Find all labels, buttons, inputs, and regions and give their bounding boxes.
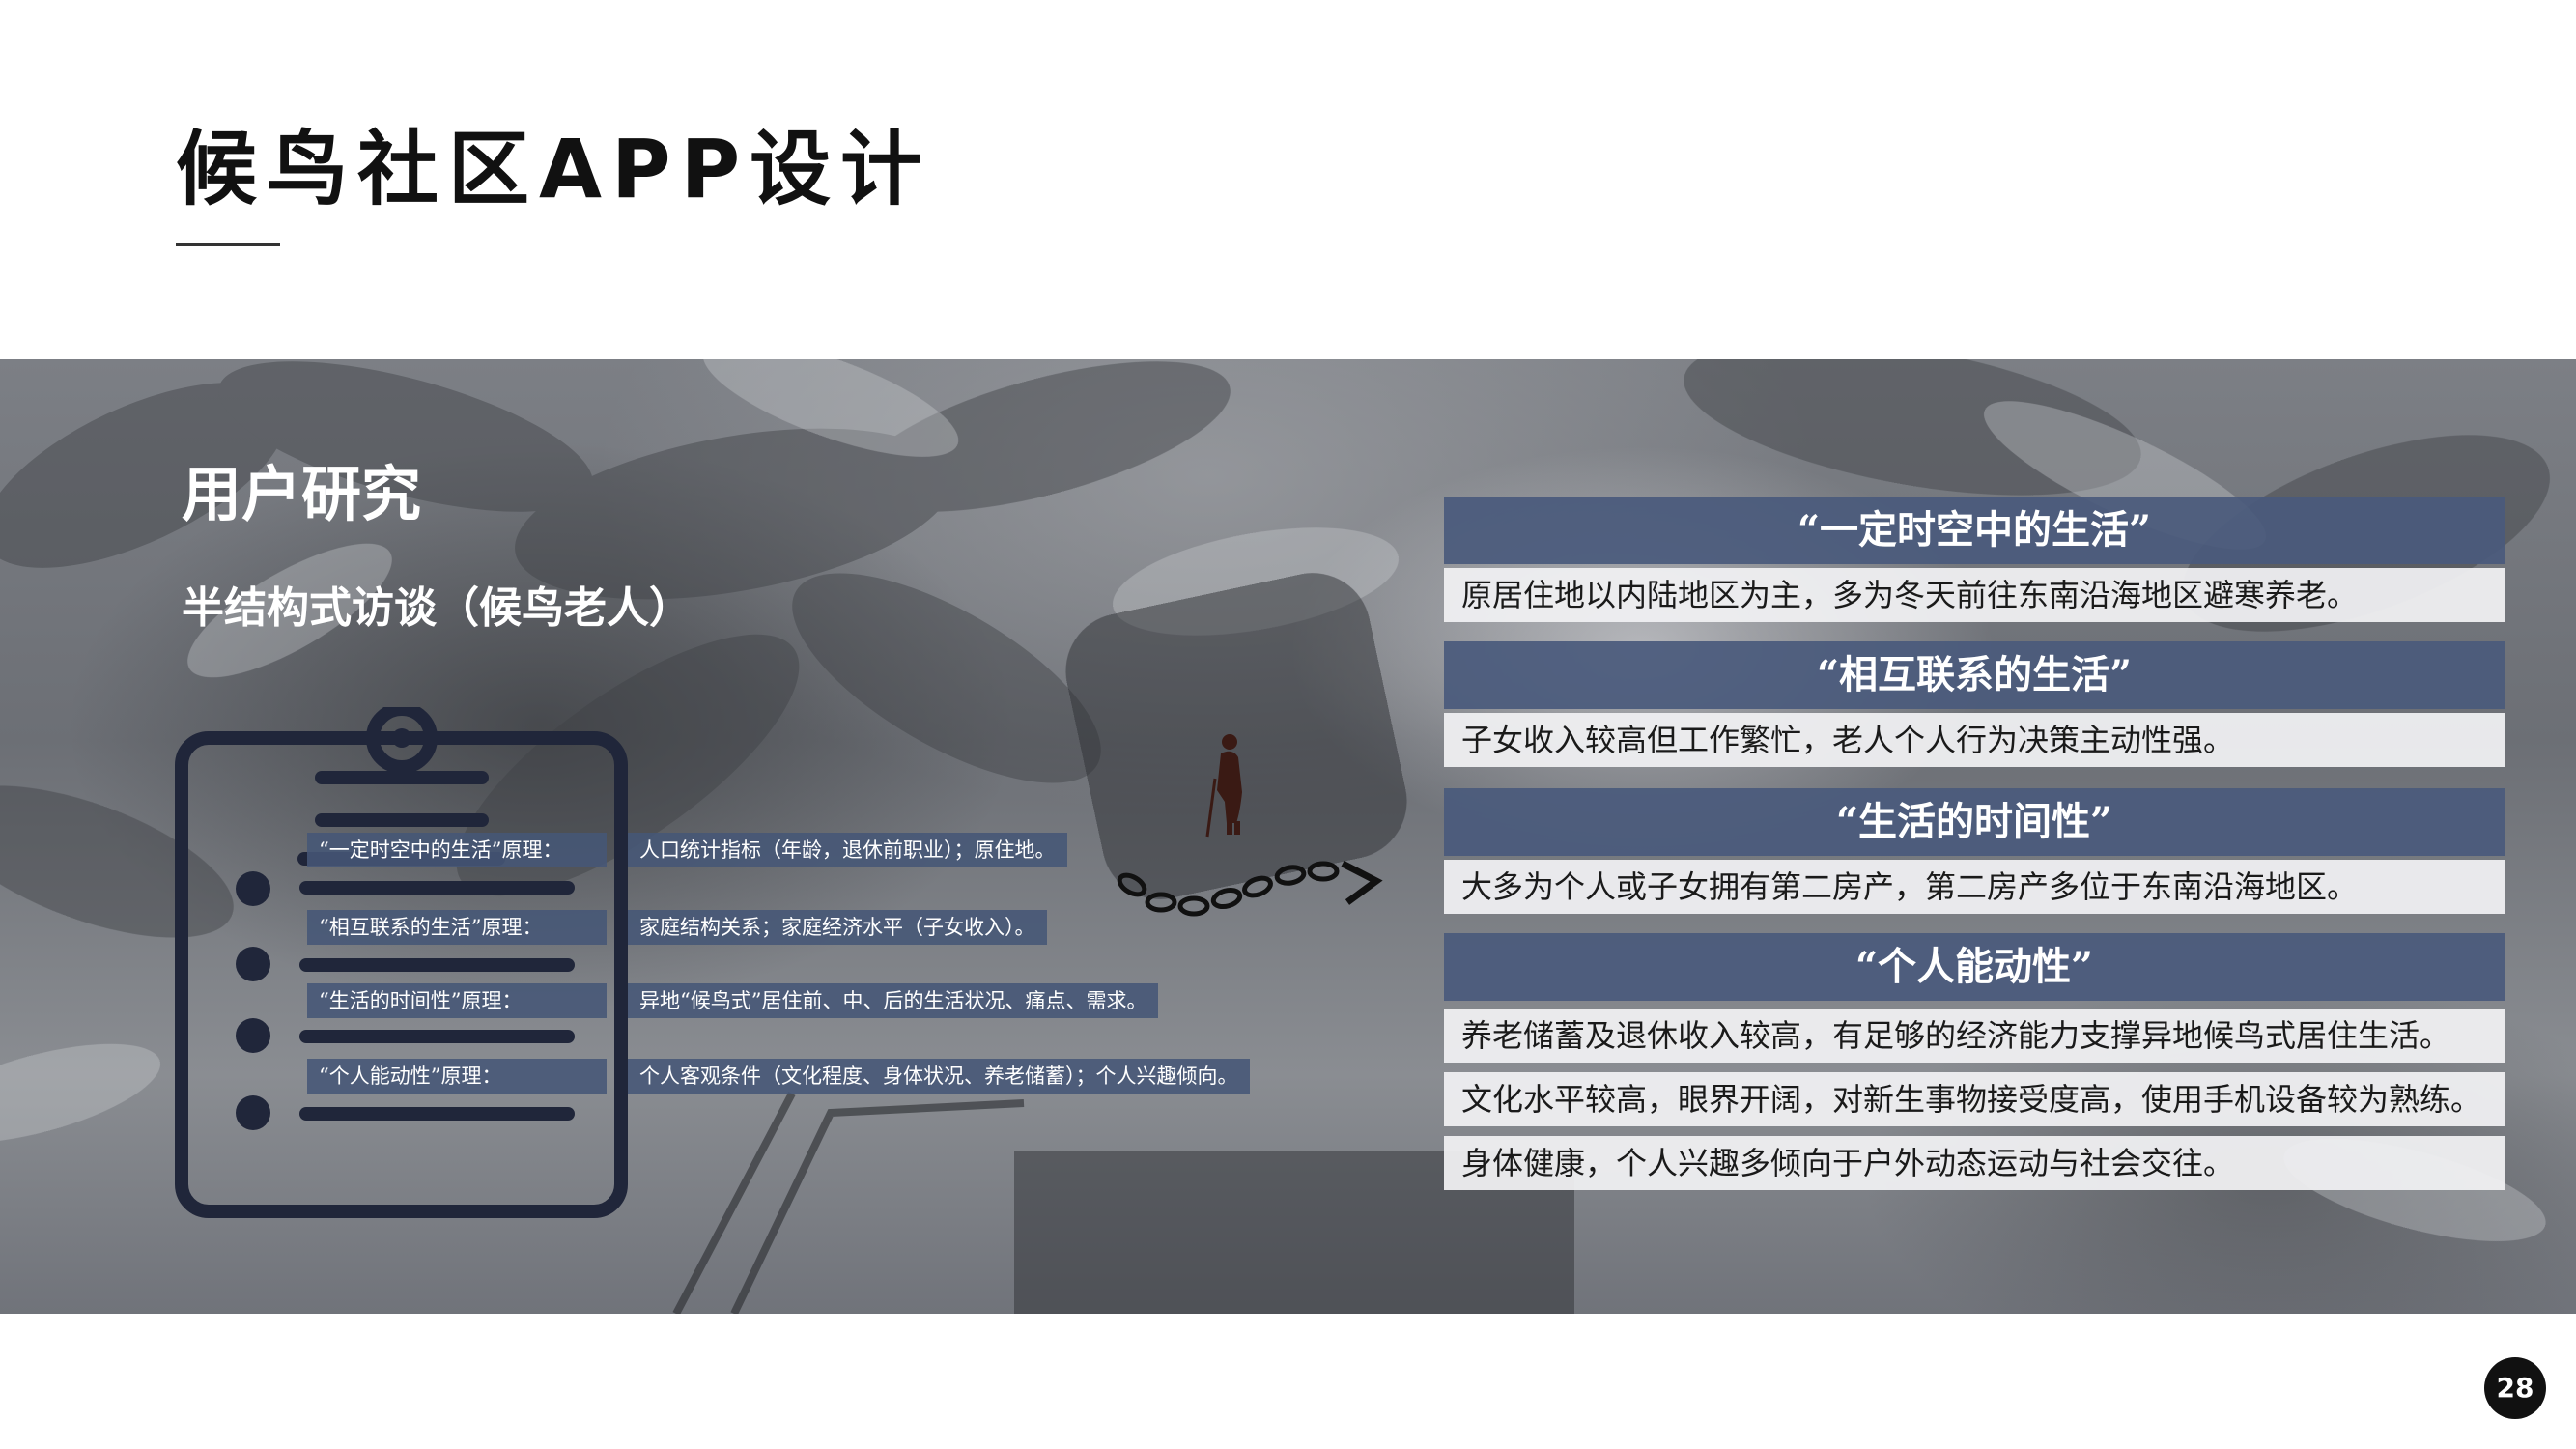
section-heading: 用户研究 [182, 459, 422, 529]
finding-item-4-1: 养老储蓄及退休收入较高，有足够的经济能力支撑异地候鸟式居住生活。 [1444, 1009, 2505, 1063]
principle-label-3: “生活的时间性”原理： [307, 983, 607, 1018]
finding-item-4-2: 文化水平较高，眼界开阔，对新生事物接受度高，使用手机设备较为熟练。 [1444, 1072, 2505, 1126]
finding-heading-1: “一定时空中的生活” [1444, 497, 2505, 564]
finding-heading-4: “个人能动性” [1444, 933, 2505, 1001]
bullet-3 [236, 1018, 270, 1053]
finding-item-3-1: 大多为个人或子女拥有第二房产，第二房产多位于东南沿海地区。 [1444, 860, 2505, 914]
principle-label-1: “一定时空中的生活”原理： [307, 833, 607, 867]
finding-heading-3: “生活的时间性” [1444, 788, 2505, 856]
bar-4 [299, 1107, 575, 1121]
bullet-1 [236, 871, 270, 906]
principle-value-4: 个人客观条件（文化程度、身体状况、养老储蓄）；个人兴趣倾向。 [628, 1059, 1250, 1094]
finding-item-1-1: 原居住地以内陆地区为主，多为冬天前往东南沿海地区避寒养老。 [1444, 568, 2505, 622]
finding-item-4-3: 身体健康，个人兴趣多倾向于户外动态运动与社会交往。 [1444, 1136, 2505, 1190]
section-subheading: 半结构式访谈（候鸟老人） [182, 583, 692, 633]
finding-item-2-1: 子女收入较高但工作繁忙，老人个人行为决策主动性强。 [1444, 713, 2505, 767]
finding-heading-2: “相互联系的生活” [1444, 641, 2505, 709]
principle-value-1: 人口统计指标（年龄，退休前职业）；原住地。 [628, 833, 1067, 867]
principle-label-2: “相互联系的生活”原理： [307, 910, 607, 945]
page-title: 候鸟社区APP设计 [176, 122, 932, 216]
principle-value-3: 异地“候鸟式”居住前、中、后的生活状况、痛点、需求。 [628, 983, 1159, 1018]
bar-2 [299, 958, 575, 972]
principle-label-4: “个人能动性”原理： [307, 1059, 607, 1094]
bar-3 [299, 1030, 575, 1043]
page-number-badge: 28 [2484, 1357, 2546, 1419]
hero-photo-background: 用户研究 半结构式访谈（候鸟老人） [0, 359, 2576, 1314]
bullet-4 [236, 1095, 270, 1130]
principle-value-2: 家庭结构关系；家庭经济水平（子女收入）。 [628, 910, 1047, 945]
bar-1 [299, 881, 575, 895]
winding-path-arrow-icon [1117, 860, 1383, 917]
elderly-walker-icon [1205, 734, 1242, 838]
bullet-2 [236, 947, 270, 981]
title-underline [176, 243, 280, 246]
